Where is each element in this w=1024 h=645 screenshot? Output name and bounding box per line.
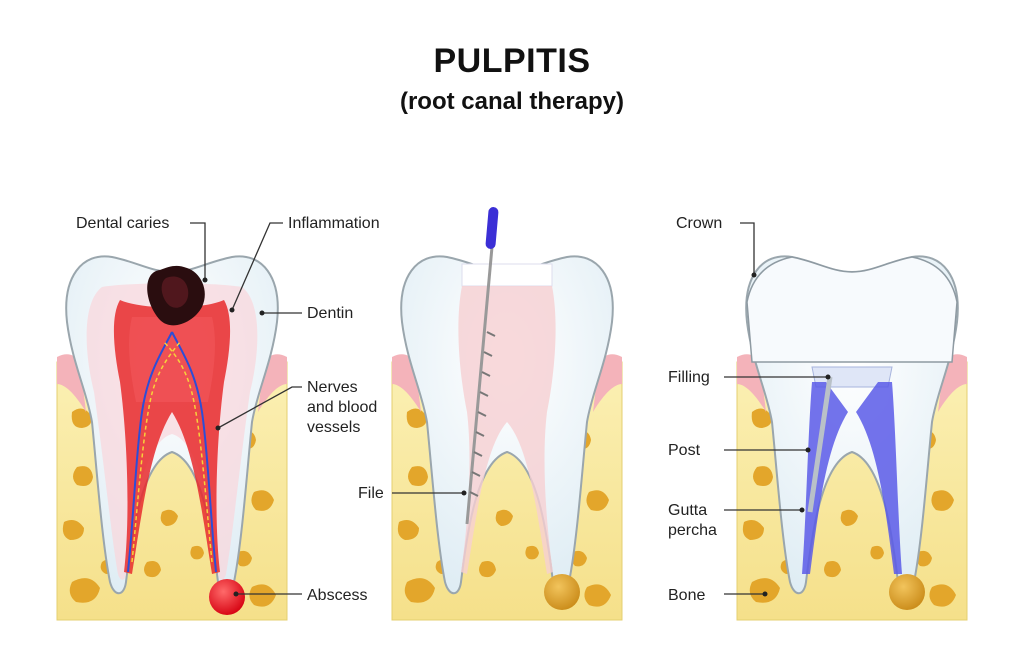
label-dentin: Dentin bbox=[307, 305, 353, 322]
label-gutta-line2: percha bbox=[668, 522, 717, 539]
file-handle-icon bbox=[485, 207, 499, 249]
labels: Dental caries Inflammation Dentin Nerves… bbox=[76, 215, 831, 604]
label-post: Post bbox=[668, 442, 701, 459]
label-nerves-line3: vessels bbox=[307, 419, 360, 436]
label-abscess: Abscess bbox=[307, 587, 367, 604]
file-tooth bbox=[391, 207, 623, 621]
label-filling: Filling bbox=[668, 369, 710, 386]
diagram-title: PULPITIS bbox=[433, 42, 591, 80]
label-nerves-line1: Nerves bbox=[307, 379, 358, 396]
label-nerves-line2: and blood bbox=[307, 399, 377, 416]
label-file: File bbox=[358, 485, 384, 502]
label-bone: Bone bbox=[668, 587, 705, 604]
label-crown: Crown bbox=[676, 215, 722, 232]
abscess-icon bbox=[209, 579, 245, 615]
label-gutta-line1: Gutta bbox=[668, 502, 707, 519]
diseased-tooth bbox=[56, 255, 288, 621]
label-dental-caries: Dental caries bbox=[76, 215, 169, 232]
label-inflammation: Inflammation bbox=[288, 215, 380, 232]
restored-tooth bbox=[736, 255, 968, 621]
diagram-subtitle: (root canal therapy) bbox=[399, 88, 625, 115]
